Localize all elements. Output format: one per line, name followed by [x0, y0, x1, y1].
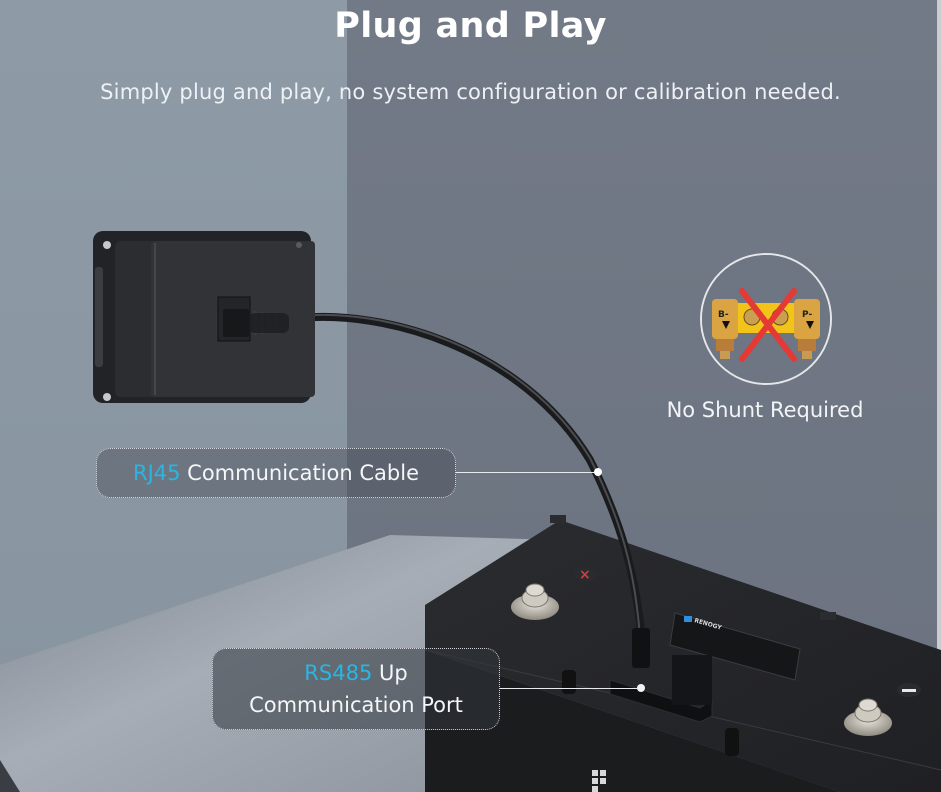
rs485-callout-line1: Up: [372, 661, 408, 685]
rj45-leader-dot: [594, 468, 602, 476]
svg-text:B-: B-: [718, 310, 729, 320]
page-edge: [937, 0, 941, 792]
rs485-callout-accent: RS485: [304, 661, 373, 685]
rj45-plug: [223, 309, 249, 337]
svg-text:P-: P-: [802, 310, 812, 320]
rj45-callout-accent: RJ45: [132, 461, 181, 485]
rs485-callout: RS485 Up Communication Port: [212, 648, 500, 730]
rj45-callout-text: Communication Cable: [180, 461, 419, 485]
rj45-callout: RJ45 Communication Cable: [96, 448, 456, 498]
no-shunt-label: No Shunt Required: [666, 398, 864, 422]
rs485-callout-line2: Communication Port: [249, 693, 463, 717]
page-subtitle: Simply plug and play, no system configur…: [100, 80, 841, 104]
shunt-crossed-out-icon: B- P-: [702, 255, 830, 383]
rj45-leader-line: [456, 472, 598, 473]
battery-monitor-display: [93, 231, 315, 403]
no-shunt-badge: B- P-: [700, 253, 832, 385]
rs485-leader-line: [500, 688, 638, 689]
page-title: Plug and Play: [334, 6, 607, 46]
